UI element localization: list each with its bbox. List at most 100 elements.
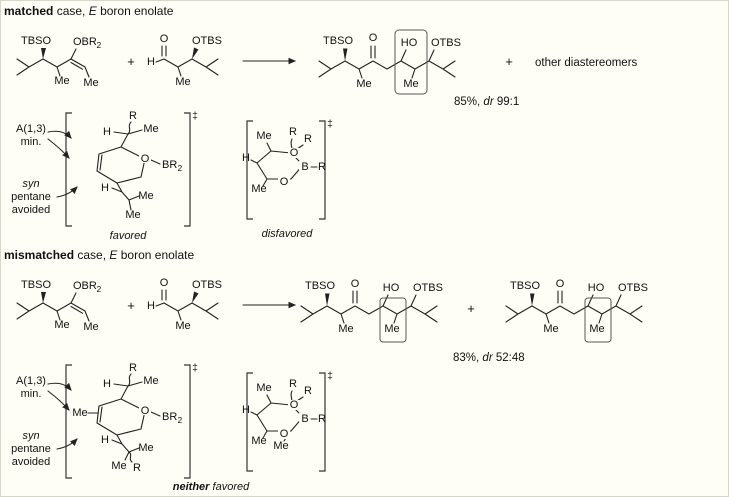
mismatched-title-mid: case, [74, 248, 110, 262]
aldehyde-mismatched: H O Me OTBS [147, 277, 222, 332]
br-label: BR [162, 411, 177, 423]
me-label: Me [111, 460, 126, 472]
bond-lines [16, 292, 90, 322]
disfavored-caption: disfavored [261, 228, 313, 240]
o-label: O [290, 399, 299, 411]
a13-arrow [47, 382, 72, 391]
left-bracket [246, 372, 253, 472]
h-label: H [147, 300, 155, 312]
bond-lines [505, 290, 643, 324]
me-label: Me [384, 323, 399, 335]
right-bracket [184, 364, 191, 479]
o-label: O [280, 428, 289, 440]
obr-subscript: 2 [97, 284, 102, 294]
o-label: O [141, 153, 150, 165]
mismatched-title-em: E [109, 248, 118, 262]
a13-arrow [47, 390, 70, 411]
h-label: H [242, 152, 250, 164]
plus-sign: + [127, 54, 135, 69]
a13-arrow [47, 138, 70, 159]
bond-lines [300, 290, 438, 324]
a13-min-label-matched: A(1,3) min. [9, 123, 53, 149]
left-bracket [65, 112, 72, 227]
h-label: H [103, 378, 111, 390]
br-subscript: 2 [178, 415, 183, 425]
me-label: Me [543, 323, 558, 335]
right-bracket [319, 120, 326, 220]
a13-min-label-mismatched: A(1,3) min. [9, 375, 53, 401]
me-label: Me [143, 375, 158, 387]
obr-label: OBR [73, 280, 97, 292]
r-label: R [304, 385, 312, 397]
label-backing [139, 404, 151, 415]
me-label: Me [54, 319, 69, 331]
br-label: BR [162, 159, 177, 171]
me-label: Me [356, 78, 371, 90]
label-backing [139, 152, 151, 163]
otbs-label: OTBS [192, 35, 222, 47]
o-label: O [351, 278, 360, 290]
me-label: Me [72, 407, 87, 419]
plus-sign: + [467, 301, 475, 316]
left-bracket [65, 364, 72, 479]
matched-yield-dr: dr [483, 96, 494, 108]
plus-sign: + [127, 298, 135, 313]
label-backing [278, 429, 290, 439]
o-label: O [280, 176, 289, 188]
mismatched-title: mismatched case, E boron enolate [4, 248, 194, 262]
double-dagger: ‡ [192, 110, 198, 122]
otbs-label: OTBS [413, 282, 443, 294]
double-dagger: ‡ [327, 118, 333, 130]
mismatched-yield: 83%, dr 52:48 [453, 352, 525, 364]
tbso-label: TBSO [21, 279, 51, 291]
ho-label: HO [401, 37, 418, 49]
avoided-text: avoided [11, 456, 51, 468]
h-label: H [103, 126, 111, 138]
wedge-bond [192, 291, 199, 303]
avoided-text: avoided [11, 204, 51, 216]
o-label: O [369, 32, 378, 44]
r-label: R [289, 378, 297, 390]
favored-caption: favored [109, 230, 147, 242]
label-backing [278, 177, 290, 187]
matched-title-em: E [88, 4, 97, 18]
double-dagger: ‡ [192, 362, 198, 374]
transition-state-neither-right: ‡ R R Me H O B O R Me Me [242, 370, 333, 472]
o-label: O [141, 405, 150, 417]
mismatched-title-end: boron enolate [117, 248, 195, 262]
neither-favored-caption: neither favored [141, 481, 281, 493]
r-label: R [289, 126, 297, 138]
me-label: Me [83, 77, 98, 89]
min-text: min. [20, 388, 42, 400]
r-label: R [318, 161, 326, 173]
me-label: Me [338, 323, 353, 335]
tbso-label: TBSO [510, 280, 540, 292]
otbs-label: OTBS [618, 282, 648, 294]
mismatched-yield-pre: 83%, [453, 352, 483, 364]
matched-title-mid: case, [53, 4, 89, 18]
r-label: R [129, 362, 137, 374]
me-label: Me [251, 183, 266, 195]
min-text: min. [20, 136, 42, 148]
transition-state-neither-left: ‡ R Me H Me O BR 2 H Me Me R [65, 362, 198, 479]
squiggle-bond [127, 373, 132, 387]
syn-pentane-label-matched: syn pentane avoided [3, 178, 59, 217]
right-bracket [184, 112, 191, 227]
product-2-mismatched: TBSO Me O HO Me OTBS [505, 278, 648, 343]
matched-yield: 85%, dr 99:1 [454, 96, 519, 108]
product-1-mismatched: TBSO Me O HO Me OTBS [300, 278, 443, 343]
bond-lines [318, 45, 456, 79]
bond-lines [87, 381, 161, 461]
me-label: Me [403, 78, 418, 90]
mismatched-yield-dr: dr [482, 352, 493, 364]
r-label: R [129, 110, 137, 122]
bond-lines [16, 48, 90, 78]
stereocenter-highlight-box [379, 297, 407, 343]
squiggle-bond [128, 451, 133, 463]
syn-pentane-label-mismatched: syn pentane avoided [3, 430, 59, 469]
pentane-text: pentane [11, 443, 51, 455]
me-label: Me [138, 190, 153, 202]
h-label: H [101, 434, 109, 446]
squiggle-bond [127, 121, 132, 135]
